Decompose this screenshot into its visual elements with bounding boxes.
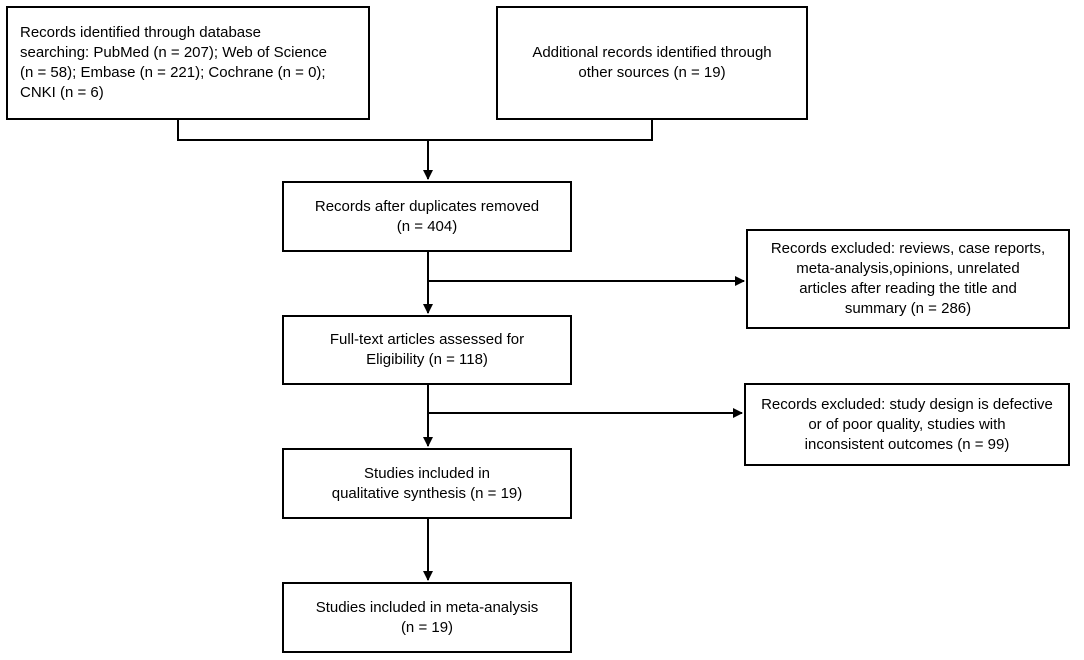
box-line: Full-text articles assessed for	[329, 331, 525, 348]
box-line: Records excluded: reviews, case reports,	[770, 240, 1046, 257]
box-line: (n = 404)	[396, 217, 458, 235]
after-duplicates-box: Records after duplicates removed (n = 40…	[282, 181, 572, 252]
box-line: inconsistent outcomes (n = 99)	[804, 435, 1010, 453]
box-line: Eligibility (n = 118)	[366, 351, 488, 368]
excluded-fulltext-box: Records excluded: study design is defect…	[744, 383, 1070, 466]
merge-connector	[177, 120, 653, 141]
box-line: qualitative synthesis (n = 19)	[331, 484, 523, 502]
box-line: Records identified through database	[20, 24, 261, 41]
box-line: (n = 58); Embase (n = 221); Cochrane (n …	[20, 64, 326, 81]
identified-other-sources-box: Additional records identified through ot…	[496, 6, 808, 120]
box-line: other sources (n = 19)	[578, 64, 726, 81]
box-line: CNKI (n = 6)	[20, 84, 104, 101]
box-line: Studies included in meta-analysis	[315, 598, 539, 616]
box-line: (n = 19)	[400, 618, 454, 636]
box-line: Records excluded: study design is defect…	[761, 395, 1053, 413]
qualitative-synthesis-box: Studies included in qualitative synthesi…	[282, 448, 572, 519]
box-line: summary (n = 286)	[844, 300, 972, 317]
box-line: articles after reading the title and	[799, 280, 1017, 297]
meta-analysis-box: Studies included in meta-analysis (n = 1…	[282, 582, 572, 653]
box-line: or of poor quality, studies with	[808, 415, 1006, 433]
box-line: Records after duplicates removed	[314, 197, 540, 215]
box-line: Additional records identified through	[532, 44, 772, 61]
box-line: meta-analysis,opinions, unrelated	[796, 260, 1020, 277]
box-line: Studies included in	[364, 464, 490, 482]
excluded-screening-box: Records excluded: reviews, case reports,…	[746, 229, 1070, 329]
identified-database-box: Records identified through database sear…	[6, 6, 370, 120]
fulltext-assessed-box: Full-text articles assessed for Eligibil…	[282, 315, 572, 385]
box-line: searching: PubMed (n = 207); Web of Scie…	[20, 44, 327, 61]
